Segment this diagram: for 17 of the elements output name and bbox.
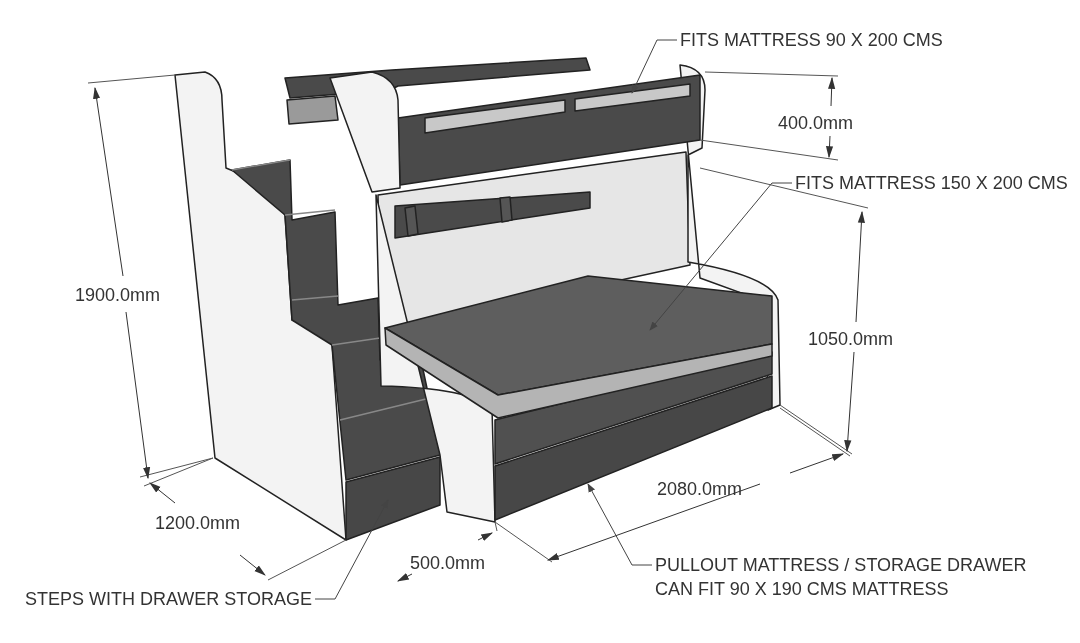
dimension-label: 400.0mm bbox=[778, 112, 854, 135]
lower-mattress bbox=[384, 275, 773, 419]
dimension-label: 1200.0mm bbox=[155, 512, 241, 535]
dimension-label: 2080.0mm bbox=[657, 478, 743, 501]
dimension-label: 1900.0mm bbox=[75, 284, 161, 307]
leader-line bbox=[587, 483, 653, 566]
upper-mattress bbox=[574, 83, 691, 112]
leader-line bbox=[631, 39, 678, 94]
callout-text: FITS MATTRESS 90 X 200 CMS bbox=[680, 28, 943, 52]
dimension-label: 500.0mm bbox=[410, 552, 486, 575]
step-drawer bbox=[345, 456, 441, 541]
callout-text: PULLOUT MATTRESS / STORAGE DRAWER CAN FIT 90 X 190 CMS MATTRESS bbox=[655, 553, 1040, 601]
leader-line bbox=[649, 182, 793, 331]
callout-text: FITS MATTRESS 150 X 200 CMS bbox=[795, 171, 1068, 195]
callout-text: STEPS WITH DRAWER STORAGE bbox=[25, 587, 313, 611]
dimension-label: 1050.0mm bbox=[808, 328, 894, 351]
pullout-drawer bbox=[494, 375, 773, 521]
